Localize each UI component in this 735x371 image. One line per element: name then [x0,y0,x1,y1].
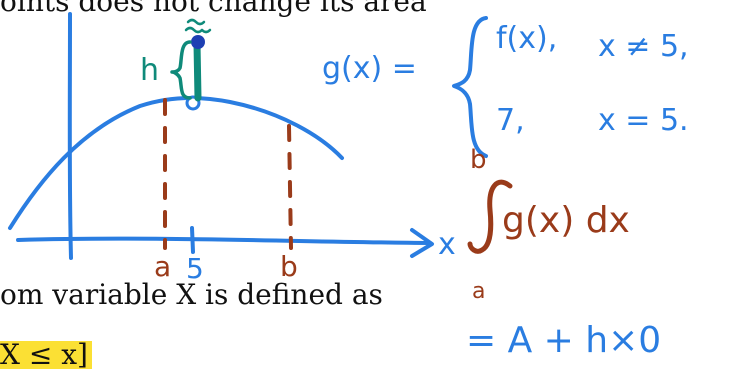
case1-condition: x ≠ 5, [598,29,689,64]
squiggle [184,18,212,34]
printed-text-top: oints does not change its area [0,0,427,18]
case2-value: 7, [496,103,525,138]
h-brace [170,40,192,100]
integral-result: = A + h×0 [466,320,661,361]
axis-label-x: x [438,227,456,262]
case2-condition: x = 5. [598,103,689,138]
curve-f [8,95,344,230]
dashed-line-b [287,124,293,250]
axis-label-five: 5 [186,252,204,285]
printed-text-middle: om variable X is defined as [0,278,383,311]
integrand: g(x) dx [502,200,630,241]
y-axis [67,12,73,260]
g-lhs: g(x) = [322,51,417,86]
x-axis-arrow [410,228,434,258]
printed-text-highlighted: X ≤ x] [0,341,92,369]
integral-lower-limit: a [472,279,485,304]
integral-upper-limit: b [470,145,487,175]
h-label: h [140,53,159,88]
jump-bar [193,40,202,102]
integral-sign [467,179,513,254]
x-axis [16,236,432,245]
piecewise-brace [452,16,488,158]
axis-label-a: a [154,250,171,283]
tick-five [190,226,195,254]
axis-label-b: b [280,250,298,283]
filled-point [191,35,205,49]
case1-value: f(x), [496,21,557,56]
